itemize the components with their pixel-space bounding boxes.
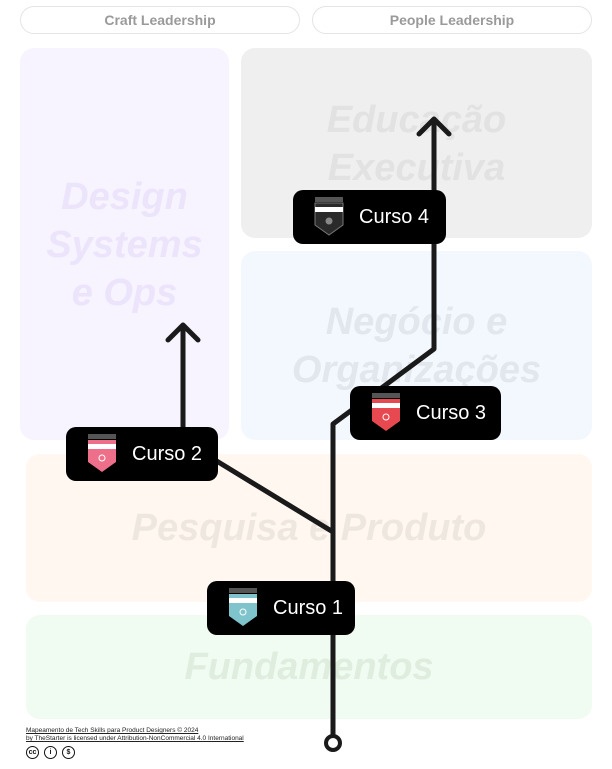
start-node-icon xyxy=(324,734,342,752)
business-design-badge-icon xyxy=(314,197,344,236)
arrow-educacao-icon xyxy=(416,116,452,137)
course-card-curso-1[interactable]: Curso 1 xyxy=(207,581,355,635)
course-label: Curso 2 xyxy=(132,442,203,465)
course-card-curso-3[interactable]: Curso 3 xyxy=(350,386,501,440)
branch-curso2-line xyxy=(212,457,336,535)
course-card-curso-2[interactable]: Curso 2 xyxy=(66,427,218,481)
course-label: Curso 4 xyxy=(359,205,430,228)
course-card-curso-4[interactable]: Curso 4 xyxy=(293,190,446,244)
zone-design-systems-label: Design Systems e Ops xyxy=(46,176,203,314)
master-badge-icon xyxy=(372,393,400,431)
zone-pesquisa-produto-label: Pesquisa e Produto xyxy=(131,507,487,549)
starter-badge-icon xyxy=(229,588,257,626)
by-icon: i xyxy=(44,746,57,759)
arrow-design-systems-icon xyxy=(165,322,201,343)
tab-craft-leadership[interactable]: Craft Leadership xyxy=(20,6,300,34)
zone-design-systems xyxy=(20,48,229,440)
cc-icon: cc xyxy=(26,746,39,759)
nc-icon: $ xyxy=(62,746,75,759)
proficient-badge-icon xyxy=(88,434,116,472)
zone-fundamentos-label: Fundamentos xyxy=(184,646,434,688)
course-label: Curso 3 xyxy=(416,401,487,424)
tab-people-leadership[interactable]: People Leadership xyxy=(312,6,592,34)
footer-license-line-2[interactable]: by TheStarter is licensed under Attribut… xyxy=(26,735,244,742)
zone-negocio-organizacoes-label: Negócio e Organizações xyxy=(291,301,542,391)
footer-attribution-line-1[interactable]: Mapeamento de Tech Skills para Product D… xyxy=(26,727,199,734)
course-label: Curso 1 xyxy=(273,596,344,619)
